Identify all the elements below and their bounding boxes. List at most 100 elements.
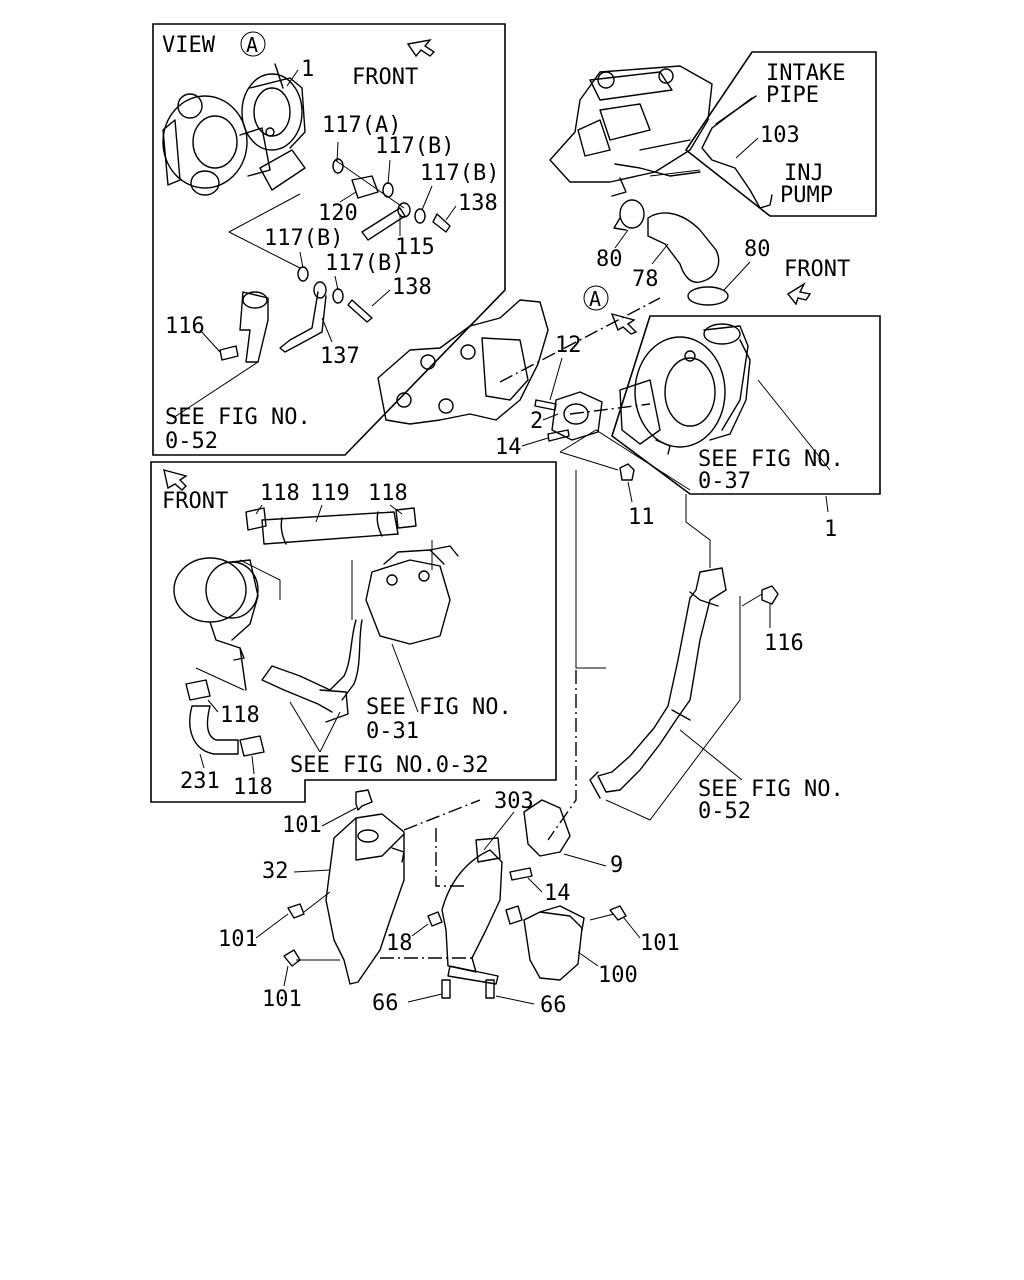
front-arrow-icon-2 [786, 282, 812, 306]
part-231-label: 231 [180, 769, 220, 794]
intake-pipe-inset-frame [684, 51, 877, 217]
inj-pump-label-line2: PUMP [780, 183, 833, 208]
part-11-nut [619, 463, 635, 481]
part-119-label: 119 [310, 481, 350, 506]
see-fig-031-line2: 0-31 [366, 719, 419, 744]
exhaust-pipe-group: 116 SEE FIG NO. 0-52 [575, 470, 844, 824]
part-66-label-2: 66 [540, 993, 567, 1018]
inset-b-frame [150, 461, 557, 803]
part-101-bolt-1 [355, 789, 373, 811]
view-marker: A [246, 33, 258, 57]
turbocharger-view-a [162, 63, 306, 196]
front-arrow-icon-3 [610, 312, 638, 335]
part-80-label-1: 80 [596, 247, 623, 272]
see-fig-031-line1: SEE FIG NO. [366, 695, 512, 720]
intake-pipe-inset: INTAKE PIPE INJ PUMP 103 [549, 51, 877, 217]
part-118-label-3: 118 [220, 703, 260, 728]
part-138-label-2: 138 [392, 275, 432, 300]
see-fig-a-052-line1: SEE FIG NO. [165, 405, 311, 430]
exhaust-elbow [441, 849, 503, 973]
part-101-bolt-4 [609, 905, 627, 921]
part-14-label-1: 14 [495, 435, 522, 460]
front-label-a: FRONT [352, 65, 418, 90]
front-arrow-icon [406, 38, 436, 58]
part-9-label: 9 [610, 853, 623, 878]
heat-shield-group: 101 303 32 9 14 101 18 101 101 100 66 66 [218, 670, 680, 1018]
part-118-label-4: 118 [233, 775, 273, 800]
part-118-label-1: 118 [260, 481, 300, 506]
part-11-label: 11 [628, 505, 655, 530]
part-117b-label-3: 117(B) [264, 226, 343, 251]
part-80-clamp-1 [619, 199, 645, 229]
part-78-label: 78 [632, 267, 659, 292]
part-12-label: 12 [555, 333, 582, 358]
view-marker-circle [240, 31, 266, 57]
part-101-label-4: 101 [262, 987, 302, 1012]
part-303-label: 303 [494, 789, 534, 814]
part-103-hose [701, 97, 773, 209]
part-118-clamp-2 [395, 507, 417, 529]
engine-block [549, 65, 713, 197]
part-117b-label-2: 117(B) [420, 161, 499, 186]
part-66-label-1: 66 [372, 991, 399, 1016]
front-label-main: FRONT [784, 257, 850, 282]
part-18-label: 18 [386, 931, 413, 956]
part-80-clamp-2 [687, 286, 729, 306]
part-118-label-2: 118 [368, 481, 408, 506]
part-101-label-3: 101 [640, 931, 680, 956]
part-14-label-2: 14 [544, 881, 571, 906]
part-32-heat-shield [325, 813, 405, 985]
part-2-label: 2 [530, 409, 543, 434]
view-a-reference-marker [583, 285, 609, 311]
inset-view-a-frame [152, 23, 506, 456]
part-118-clamp-1 [245, 507, 267, 531]
part-1-label: 1 [824, 517, 837, 542]
part-100-label: 100 [598, 963, 638, 988]
inj-pump-label-line1: INJ [784, 161, 824, 186]
turbocharger [619, 323, 751, 455]
part-66-stud-1 [441, 979, 451, 999]
see-fig-037-line2: 0-37 [698, 469, 751, 494]
see-fig-a-052-line2: 0-52 [165, 429, 218, 454]
part-14-stud-1 [547, 429, 570, 442]
part-1-inset-label: 1 [301, 57, 314, 82]
turbo-group-frame [611, 315, 881, 495]
part-118-clamp-4 [239, 735, 265, 757]
exhaust-manifold [377, 299, 549, 425]
part-117b-label-1: 117(B) [375, 134, 454, 159]
turbo-view-b [173, 557, 259, 691]
front-label-b: FRONT [162, 489, 228, 514]
part-14-stud-2 [509, 867, 533, 881]
part-101-bolt-3 [283, 949, 301, 967]
part-2-gasket [551, 391, 603, 441]
part-137-label: 137 [320, 344, 360, 369]
view-label: VIEW [162, 33, 216, 58]
inset-view-a: VIEW A FRONT [152, 23, 506, 456]
part-12-stud [534, 399, 557, 411]
oil-pump-view-b [261, 545, 459, 723]
intake-label-line1: INTAKE [766, 61, 845, 86]
exhaust-pipe [597, 567, 727, 793]
part-120-label: 120 [318, 201, 358, 226]
part-32-label: 32 [262, 859, 289, 884]
inset-b: FRONT 118 119 118 [150, 461, 557, 803]
part-116-label: 116 [764, 631, 804, 656]
part-18-nut [427, 911, 443, 927]
part-138-label-1: 138 [458, 191, 498, 216]
part-115-label: 115 [395, 235, 435, 260]
see-fig-052-line2: 0-52 [698, 799, 751, 824]
intake-hose-group: 80 78 80 FRONT [596, 199, 850, 306]
part-101-label-2: 101 [218, 927, 258, 952]
intake-label-line2: PIPE [766, 83, 819, 108]
part-101-label-1: 101 [282, 813, 322, 838]
fitting-chain-a [172, 158, 451, 419]
exhaust-manifold-group: 12 2 14 11 [377, 297, 691, 530]
part-100-heat-shield [523, 911, 583, 981]
part-117b-label-4: 117(B) [325, 251, 404, 276]
part-116-inset-label: 116 [165, 314, 205, 339]
see-fig-032: SEE FIG NO.0-32 [290, 753, 489, 778]
part-119-hose [261, 511, 399, 545]
part-101-bolt-2 [287, 903, 305, 919]
part-78-hose [647, 212, 720, 283]
